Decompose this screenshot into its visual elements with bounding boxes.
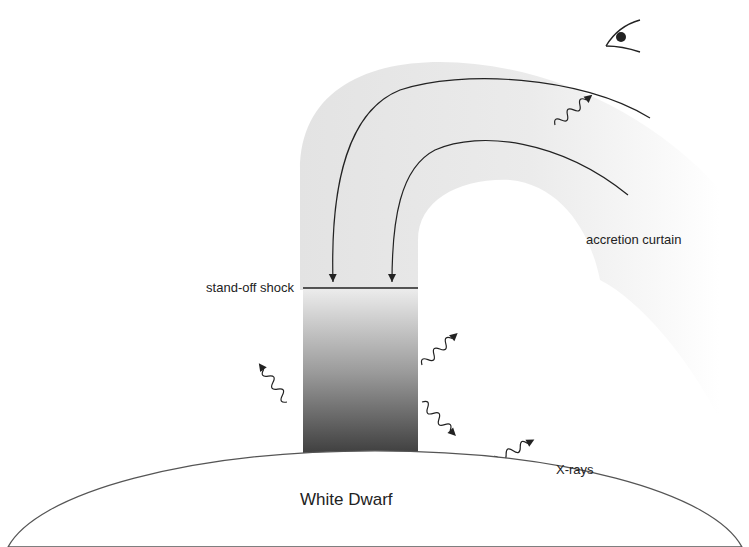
- white-dwarf: White Dwarf: [0, 440, 749, 547]
- xray-wave: [552, 92, 594, 128]
- flow-arrow: [333, 79, 650, 282]
- xray-wave: [419, 399, 459, 439]
- xray-wave: [419, 330, 460, 368]
- annotation-label: X-rays: [556, 462, 594, 478]
- shock-line: [303, 287, 418, 288]
- observer-eye: [606, 20, 640, 52]
- annotation-label: stand-off shock: [206, 280, 294, 296]
- accretion-column: [303, 288, 418, 458]
- flow-arrow: [392, 140, 628, 282]
- xray-wave: [256, 361, 291, 405]
- body-name: White Dwarf: [300, 490, 393, 510]
- annotation-label: accretion curtain: [586, 232, 681, 248]
